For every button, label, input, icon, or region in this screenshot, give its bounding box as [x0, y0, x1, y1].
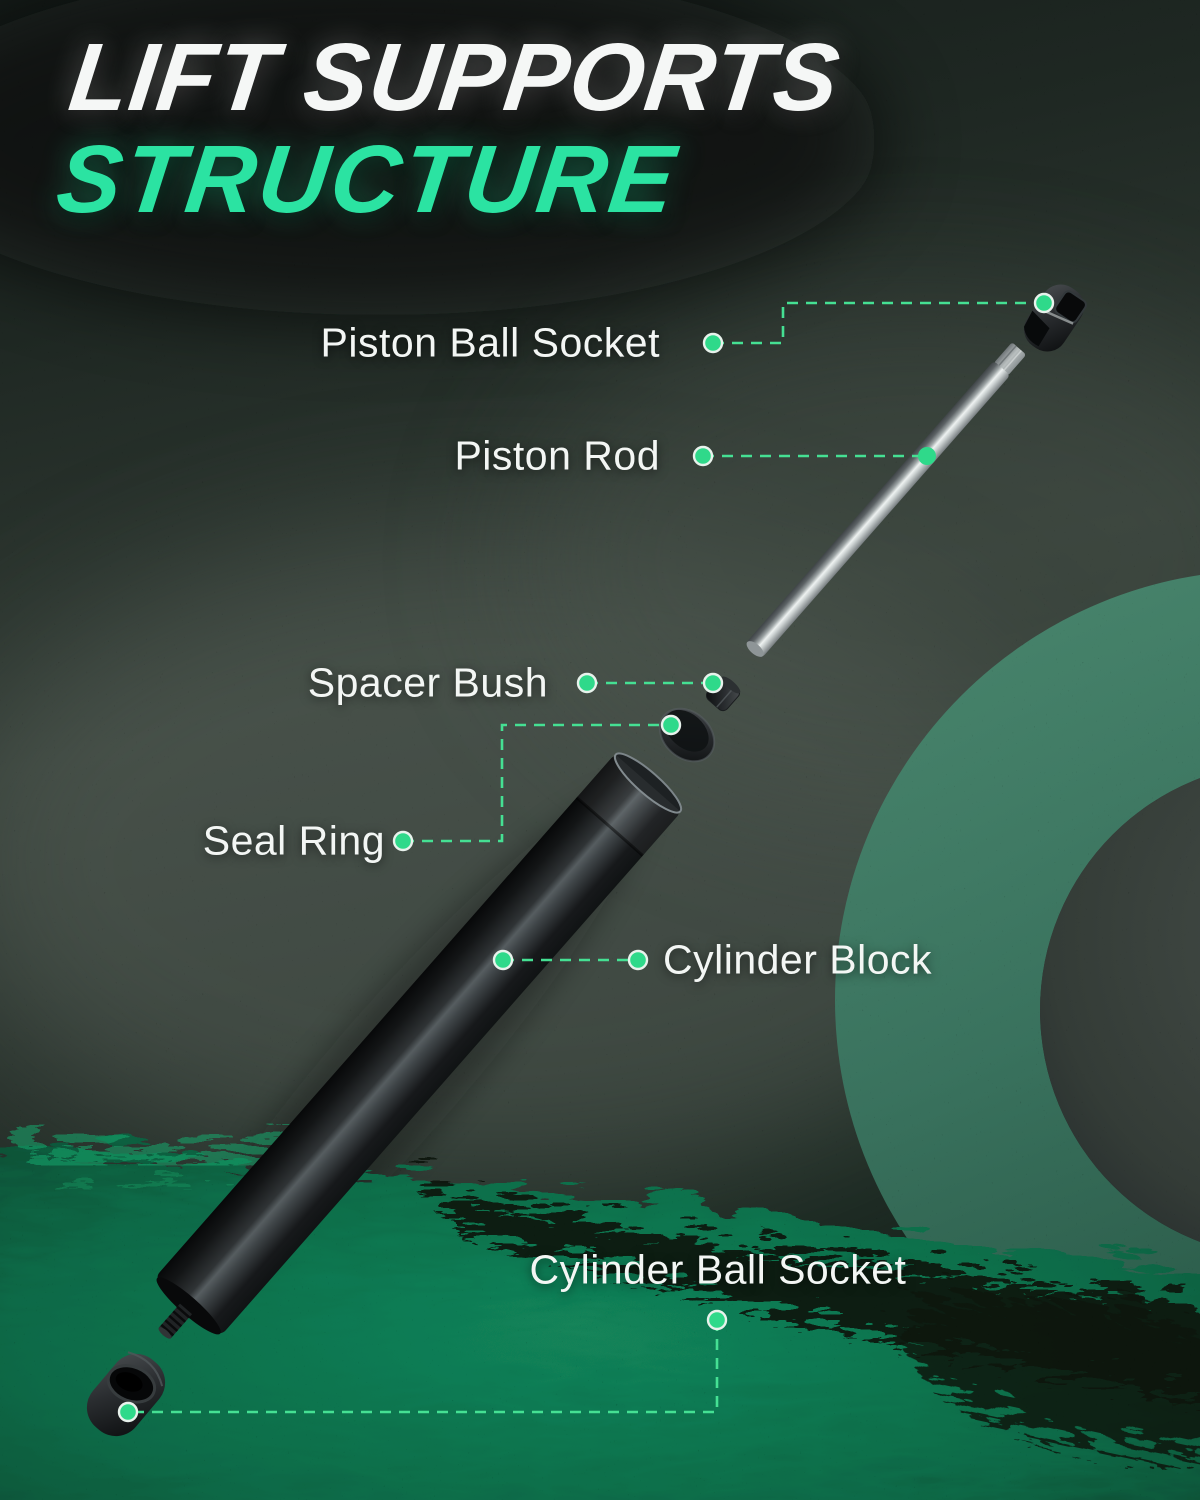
connector-spacer-bush — [576, 672, 724, 694]
label-cylinder-block: Cylinder Block — [663, 936, 933, 983]
threaded-stud — [158, 1303, 193, 1339]
connector-seal-ring — [392, 714, 682, 852]
cylinder-ball-socket-illustration — [86, 1351, 166, 1437]
title-block: LIFT SUPPORTS STRUCTURE — [51, 24, 846, 233]
label-piston-rod: Piston Rod — [454, 432, 660, 479]
connector-line — [403, 723, 671, 843]
label-piston-ball-socket: Piston Ball Socket — [320, 319, 660, 366]
connector-dot — [492, 949, 514, 971]
socket-square-hole — [1054, 290, 1087, 324]
piston-rod-illustration — [746, 343, 1026, 657]
connector-line — [128, 1320, 719, 1414]
connector-dot — [702, 672, 724, 694]
cylinder-block-illustration — [156, 752, 683, 1339]
connector-dot — [1033, 292, 1055, 314]
connector-dot — [627, 949, 649, 971]
connector-dot — [576, 672, 598, 694]
cylinder-top-rim — [613, 752, 683, 814]
connector-cylinder-block — [492, 949, 649, 971]
connector-cylinder-ball-socket — [117, 1309, 728, 1423]
label-spacer-bush: Spacer Bush — [307, 659, 548, 706]
label-seal-ring: Seal Ring — [202, 817, 385, 864]
page-title: LIFT SUPPORTS — [63, 24, 846, 131]
connector-dot — [702, 332, 724, 354]
page-subtitle: STRUCTURE — [51, 126, 684, 233]
label-cylinder-ball-socket: Cylinder Ball Socket — [529, 1246, 907, 1293]
connector-dot — [392, 830, 414, 852]
connector-dot — [692, 445, 714, 467]
connector-piston-rod — [692, 445, 936, 467]
connector-dot — [918, 447, 936, 465]
connector-line — [713, 301, 1044, 345]
rod-hex-tip — [994, 343, 1026, 375]
connector-dot — [706, 1309, 728, 1331]
connector-piston-ball-socket — [702, 292, 1055, 354]
connector-dot — [117, 1401, 139, 1423]
connector-dot — [660, 714, 682, 736]
